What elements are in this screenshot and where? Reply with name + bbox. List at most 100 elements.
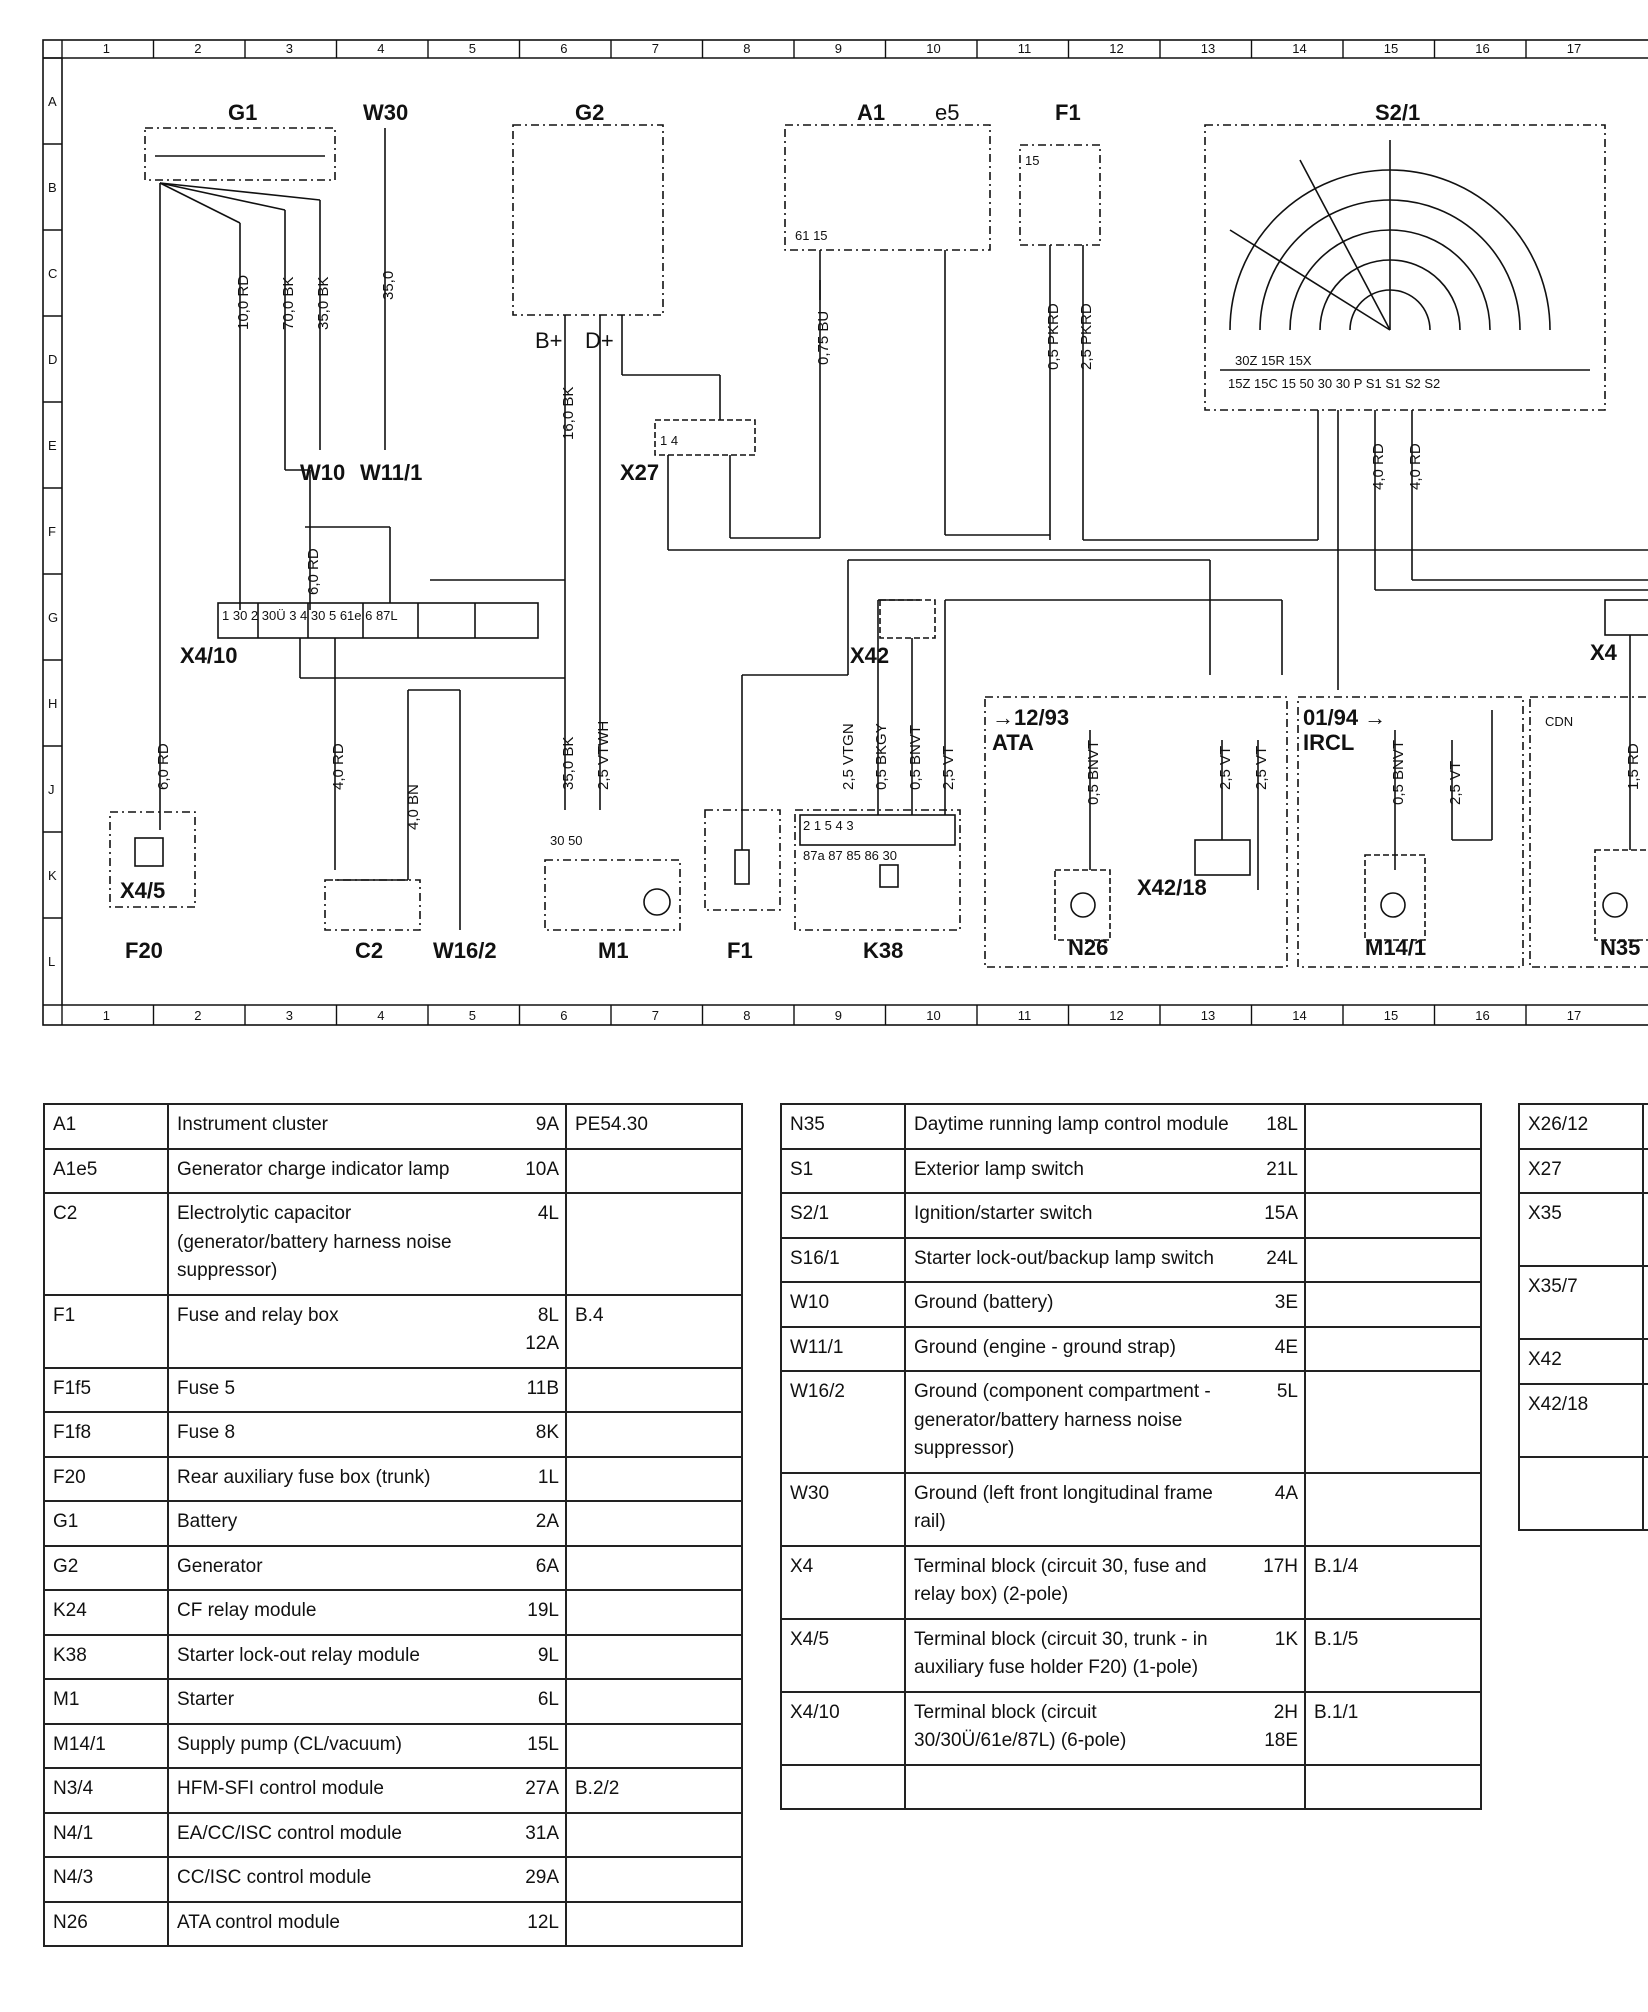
legend-code: W11/1 [780, 1325, 906, 1372]
legend-loc: 2H 18E [1244, 1690, 1306, 1766]
legend-code: N35 [780, 1103, 906, 1150]
grid-column-label: 2 [194, 1008, 201, 1023]
legend-code: W16/2 [780, 1370, 906, 1474]
pin-m1: 30 50 [550, 833, 583, 848]
label-g1: G1 [228, 100, 257, 125]
label-x42: X42 [850, 643, 889, 668]
legend-code: N4/1 [43, 1811, 169, 1858]
legend-row: X35C p [1518, 1192, 1648, 1267]
legend-loc: 6L [505, 1678, 567, 1725]
legend-loc: 4L [505, 1192, 567, 1296]
legend-code: M1 [43, 1678, 169, 1725]
legend-loc: 15A [1244, 1192, 1306, 1239]
grid-column-label: 15 [1384, 1008, 1398, 1023]
legend-ref: B.2/2 [565, 1767, 743, 1814]
legend-loc: 9L [505, 1633, 567, 1680]
legend-code: A1 [43, 1103, 169, 1150]
grid-row-label: A [48, 94, 57, 109]
legend-code: K24 [43, 1589, 169, 1636]
label-m1: M1 [598, 938, 629, 963]
legend-ref [565, 1544, 743, 1591]
legend-code: X26/12 [1518, 1103, 1644, 1150]
grid-column-label: 7 [652, 41, 659, 56]
pin-k38: 2 1 5 4 3 [803, 818, 854, 833]
grid-row-label: E [48, 438, 57, 453]
pin-labels: 30Z 15R 15X 15Z 15C 15 50 30 30 P S1 S1 … [222, 153, 1440, 863]
grid-row-label: H [48, 696, 57, 711]
legend-desc: Generator charge indicator lamp [167, 1147, 505, 1194]
legend-loc: 19L [505, 1589, 567, 1636]
legend-code: N26 [43, 1900, 169, 1947]
grid-column-label: 10 [926, 41, 940, 56]
wire-label: 2,5 VT [1253, 746, 1270, 790]
label-m14-1: M14/1 [1365, 935, 1426, 960]
legend-desc: Electrolytic capacitor (generator/batter… [167, 1192, 505, 1296]
wire-label: 4,0 RD [1370, 443, 1387, 490]
wire-label: 0,5 PKRD [1045, 303, 1062, 370]
legend-loc: 3E [1244, 1281, 1306, 1328]
legend-loc: 8L 12A [505, 1293, 567, 1369]
label-x4: X4 [1590, 640, 1618, 665]
legend-ref [565, 1722, 743, 1769]
legend-ref [1304, 1192, 1482, 1239]
legend-loc: 5L [1244, 1370, 1306, 1474]
legend-code: X27 [1518, 1147, 1644, 1194]
legend-desc: Fuse 5 [167, 1366, 505, 1413]
legend-code: G2 [43, 1544, 169, 1591]
legend-desc: CF relay module [167, 1589, 505, 1636]
legend-ref [565, 1900, 743, 1947]
wire-label: 4,0 RD [1407, 443, 1424, 490]
grid-column-label: 4 [377, 1008, 384, 1023]
pin-switch-terminals-2: 15Z 15C 15 50 30 30 P S1 S1 S2 S2 [1228, 376, 1440, 391]
legend-ref [1304, 1103, 1482, 1150]
legend-code: A1e5 [43, 1147, 169, 1194]
label-cdn: CDN [1545, 714, 1573, 729]
legend-desc: Fuse 8 [167, 1411, 505, 1458]
grid-column-label: 6 [560, 41, 567, 56]
wire-label: 2,5 PKRD [1078, 303, 1095, 370]
legend-loc: 2A [505, 1500, 567, 1547]
legend-code: F1f5 [43, 1366, 169, 1413]
legend-desc: I C [1642, 1455, 1648, 1531]
legend-desc: Exterior lamp switch [904, 1147, 1244, 1194]
wire-label: 70,0 BK [280, 277, 297, 330]
legend-loc: 4E [1244, 1325, 1306, 1372]
legend-desc: Battery [167, 1500, 505, 1547]
wire-labels: 10,0 RD 70,0 BK 35,0 BK 35,0 16,0 BK 0,7… [155, 271, 1642, 830]
wire-label: 2,5 VTWH [595, 721, 612, 790]
wire-label: 16,0 BK [560, 387, 577, 440]
grid-row-label: B [48, 180, 57, 195]
legend-desc: Generator [167, 1544, 505, 1591]
legend-desc: Terminal block (circuit 30, fuse and rel… [904, 1544, 1244, 1620]
grid-column-label: 13 [1201, 41, 1215, 56]
wire-label: 0,75 BU [815, 311, 832, 365]
grid-column-label: 9 [835, 1008, 842, 1023]
wire-label: 35,0 BK [560, 737, 577, 790]
legend-code [1518, 1455, 1644, 1531]
label-d-plus: D+ [585, 328, 614, 353]
legend-ref [565, 1633, 743, 1680]
legend-loc: 17H [1244, 1544, 1306, 1620]
legend-ref [565, 1589, 743, 1636]
legend-desc: ATA control module [167, 1900, 505, 1947]
legend-code: S1 [780, 1147, 906, 1194]
wiring-diagram: 1122334455667788991010111112121313141415… [42, 39, 1648, 1026]
legend-ref [1304, 1763, 1482, 1810]
grid-column-label: 7 [652, 1008, 659, 1023]
legend-code: X42 [1518, 1338, 1644, 1385]
legend-desc: EA/CC/ISC control module [167, 1811, 505, 1858]
legend-loc [1244, 1763, 1306, 1810]
grid-column-label: 9 [835, 41, 842, 56]
legend-desc: C p [1642, 1265, 1648, 1340]
grid-row-label: D [48, 352, 57, 367]
grid-column-label: 16 [1475, 41, 1489, 56]
